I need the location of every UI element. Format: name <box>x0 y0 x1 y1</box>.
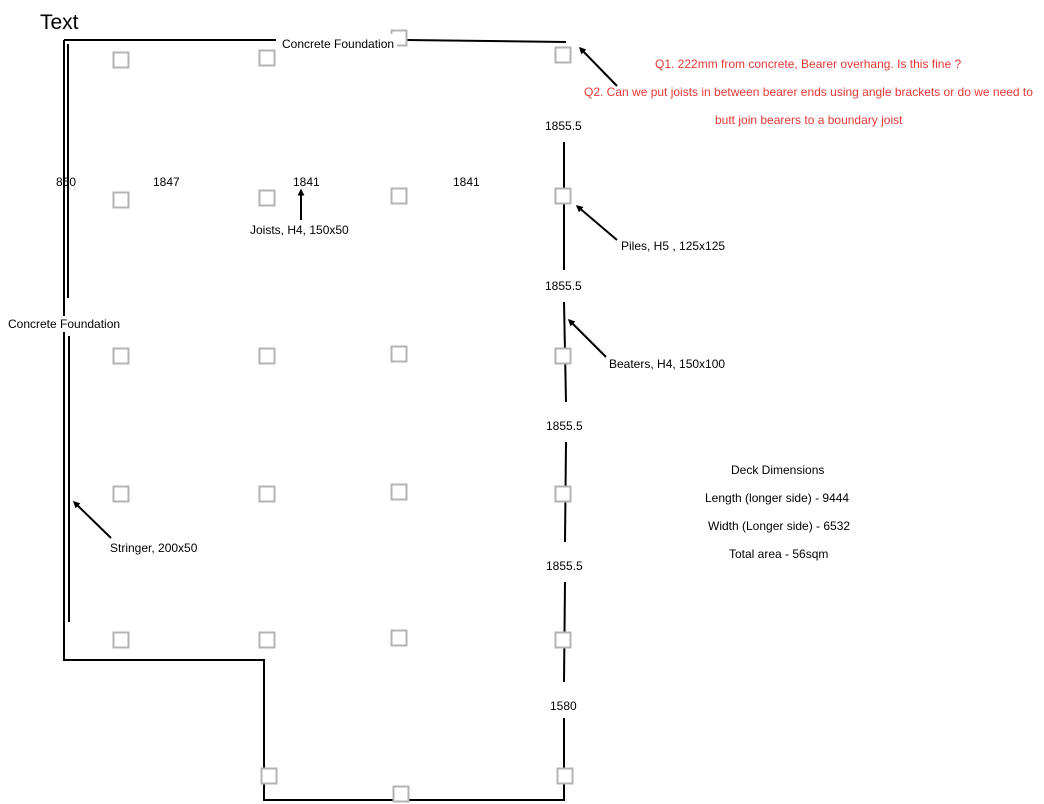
spacing-h: 1841 <box>453 175 480 189</box>
stringer-label: Stringer, 200x50 <box>110 541 198 555</box>
concrete-foundation-left-label: Concrete Foundation <box>8 317 120 331</box>
spacing-v: 1580 <box>550 699 577 713</box>
diagram-title: Text <box>40 11 79 34</box>
deck-area: Total area - 56sqm <box>729 547 828 561</box>
square-pile-icon <box>390 483 408 501</box>
square-pile-icon <box>112 347 130 365</box>
square-pile-icon <box>258 347 276 365</box>
square-pile-icon <box>258 189 276 207</box>
deck-outline <box>63 39 567 801</box>
square-pile-icon <box>258 485 276 503</box>
square-pile-icon <box>556 767 574 785</box>
square-pile-icon <box>554 347 572 365</box>
square-pile-icon <box>554 187 572 205</box>
arrow-icon <box>72 501 112 539</box>
spacing-h: 860 <box>56 175 76 189</box>
deck-length: Length (longer side) - 9444 <box>705 491 849 505</box>
bearers-label: Beaters, H4, 150x100 <box>609 357 725 371</box>
square-pile-icon <box>112 485 130 503</box>
square-pile-icon <box>390 629 408 647</box>
deck-width: Width (Longer side) - 6532 <box>708 519 850 533</box>
question-q2-line2: butt join bearers to a boundary joist <box>715 113 903 127</box>
joists-label: Joists, H4, 150x50 <box>250 223 349 237</box>
outline-lower <box>63 40 565 801</box>
arrow-icon <box>579 46 618 87</box>
spacing-v: 1855.5 <box>545 279 582 293</box>
square-pile-icon <box>554 485 572 503</box>
spacing-h: 1847 <box>153 175 180 189</box>
square-pile-icon <box>112 191 130 209</box>
arrow-icon <box>568 319 607 358</box>
square-pile-icon <box>390 345 408 363</box>
square-pile-icon <box>258 49 276 67</box>
piles-label: Piles, H5 , 125x125 <box>621 239 725 253</box>
square-pile-icon <box>390 187 408 205</box>
question-q1: Q1. 222mm from concrete, Bearer overhang… <box>655 57 961 71</box>
square-pile-icon <box>554 631 572 649</box>
square-pile-icon <box>260 767 278 785</box>
arrow-icon <box>575 205 618 241</box>
square-pile-icon <box>392 785 410 803</box>
deck-dimensions-heading: Deck Dimensions <box>731 463 824 477</box>
spacing-h: 1841 <box>293 175 320 189</box>
spacing-v: 1855.5 <box>546 419 583 433</box>
piles-grid <box>112 29 574 803</box>
top-edge-right <box>406 39 567 43</box>
square-pile-icon <box>112 631 130 649</box>
spacing-v: 1855.5 <box>545 119 582 133</box>
square-pile-icon <box>258 631 276 649</box>
question-q2-line1: Q2. Can we put joists in between bearer … <box>584 85 1033 99</box>
square-pile-icon <box>554 46 572 64</box>
annotation-arrows <box>72 46 618 539</box>
concrete-foundation-top-label: Concrete Foundation <box>282 37 394 51</box>
spacing-v: 1855.5 <box>546 559 583 573</box>
square-pile-icon <box>112 51 130 69</box>
